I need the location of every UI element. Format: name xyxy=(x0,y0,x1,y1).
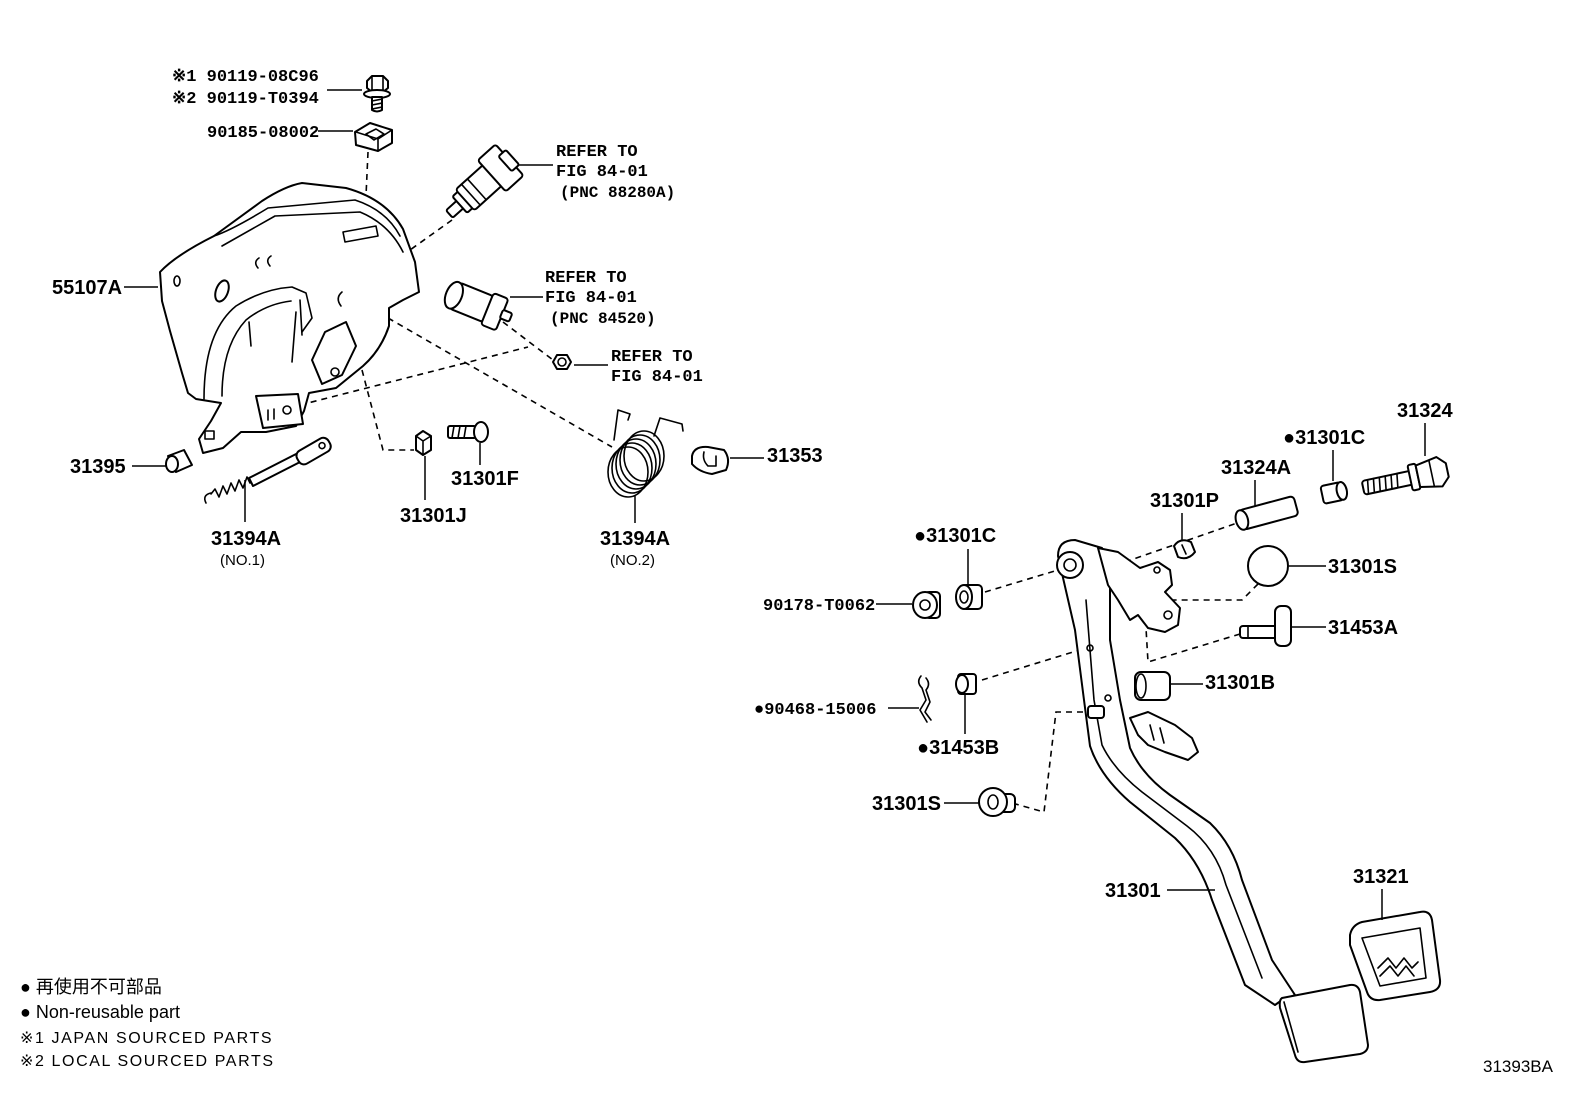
callout-31301c-left: ●31301C xyxy=(914,525,996,547)
pedal-bracket-cover-55107a xyxy=(159,182,420,454)
callout-clip-nut: 90185-08002 xyxy=(207,124,319,143)
callout-switch-88280a-line2: FIG 84-01 xyxy=(556,163,648,182)
pin-31453a xyxy=(1239,605,1292,647)
assembly-line xyxy=(981,647,1087,681)
callout-31301j: 31301J xyxy=(400,505,467,527)
callout-31301s-upper: 31301S xyxy=(1328,556,1397,578)
callout-31301p: 31301P xyxy=(1150,490,1219,512)
legend-non-reusable-en: ● Non-reusable part xyxy=(20,1002,180,1022)
switch-pnc-88280a xyxy=(445,144,524,219)
return-spring-31394a-no1 xyxy=(204,436,332,504)
assembly-line xyxy=(361,369,414,451)
callout-spring-no2-note: (NO.2) xyxy=(610,552,655,569)
nut-31301j xyxy=(415,430,432,456)
stopper-31301s-lower xyxy=(978,787,1016,817)
pedal-pad-31321 xyxy=(1349,910,1442,1002)
torsion-spring-31394a-no2 xyxy=(607,409,684,498)
stopper-31301s-upper xyxy=(1247,545,1289,587)
legend: ● 再使用不可部品 ● Non-reusable part ※1 JAPAN S… xyxy=(20,977,275,1070)
callout-switch-84520-line3: (PNC 84520) xyxy=(550,310,656,328)
bolt-90119 xyxy=(363,75,391,113)
assembly-line xyxy=(502,321,554,361)
sleeve-31324a xyxy=(1234,495,1299,531)
callout-31395: 31395 xyxy=(70,456,126,478)
callout-bolt-japan: ※1 90119-08C96 xyxy=(172,68,319,87)
callout-spring-no2: 31394A xyxy=(600,528,670,550)
assembly-line xyxy=(1011,711,1083,814)
assembly-line xyxy=(984,569,1059,593)
callout-spring-no1-note: (NO.1) xyxy=(220,552,265,569)
callout-90468: ●90468-15006 xyxy=(754,701,876,720)
assembly-line xyxy=(1145,627,1241,664)
callout-nut-ref-line1: REFER TO xyxy=(611,348,693,367)
legend-non-reusable-jp: ● 再使用不可部品 xyxy=(20,977,162,997)
clip-nut-90185 xyxy=(354,122,393,152)
legend-local-sourced: ※2 LOCAL SOURCED PARTS xyxy=(20,1053,275,1070)
callout-labels: ※1 90119-08C96 ※2 90119-T0394 90185-0800… xyxy=(52,68,1453,902)
nut-fig-84-01 xyxy=(552,354,572,370)
clutch-pedal-arm-31301 xyxy=(1056,539,1369,1064)
bushing-31453b xyxy=(955,673,977,695)
bolt-31324 xyxy=(1361,456,1450,496)
collar-31301c-left xyxy=(955,584,983,610)
legend-japan-sourced: ※1 JAPAN SOURCED PARTS xyxy=(20,1030,273,1047)
callout-31301b: 31301B xyxy=(1205,672,1275,694)
callout-switch-84520-line2: FIG 84-01 xyxy=(545,289,637,308)
callout-bolt-local: ※2 90119-T0394 xyxy=(172,90,319,109)
callout-31301f: 31301F xyxy=(451,468,519,490)
bolt-31301f xyxy=(447,421,489,443)
assembly-line xyxy=(1165,583,1259,601)
bushing-31395 xyxy=(165,449,193,473)
callout-31324: 31324 xyxy=(1397,400,1453,422)
callout-31353: 31353 xyxy=(767,445,823,467)
figure-code: 31393BA xyxy=(1483,1057,1554,1076)
leader-lines xyxy=(124,89,1426,920)
callout-cover: 55107A xyxy=(52,277,122,299)
callout-90178: 90178-T0062 xyxy=(763,597,875,616)
collar-31301c-right xyxy=(1319,481,1349,505)
callout-31301: 31301 xyxy=(1105,880,1161,902)
callout-spring-no1: 31394A xyxy=(211,528,281,550)
assembly-line xyxy=(409,219,453,251)
callout-switch-84520-line1: REFER TO xyxy=(545,269,627,288)
callout-31321: 31321 xyxy=(1353,866,1409,888)
nut-90178 xyxy=(912,591,941,619)
clip-31301p xyxy=(1173,539,1196,560)
cotter-pin-90468 xyxy=(917,675,932,723)
assembly-lines xyxy=(299,151,1259,814)
clip-31353 xyxy=(691,445,730,475)
callout-31301s-lower: 31301S xyxy=(872,793,941,815)
assembly-line xyxy=(387,317,613,448)
callout-switch-88280a-line1: REFER TO xyxy=(556,143,638,162)
stopper-31301b xyxy=(1134,671,1171,701)
callout-31453b: ●31453B xyxy=(917,737,999,759)
callout-31301c-right: ●31301C xyxy=(1283,427,1365,449)
callout-31453a: 31453A xyxy=(1328,617,1398,639)
callout-nut-ref-line2: FIG 84-01 xyxy=(611,368,703,387)
switch-pnc-84520 xyxy=(443,280,513,331)
callout-switch-88280a-line3: (PNC 88280A) xyxy=(560,184,675,202)
callout-31324a: 31324A xyxy=(1221,457,1291,479)
